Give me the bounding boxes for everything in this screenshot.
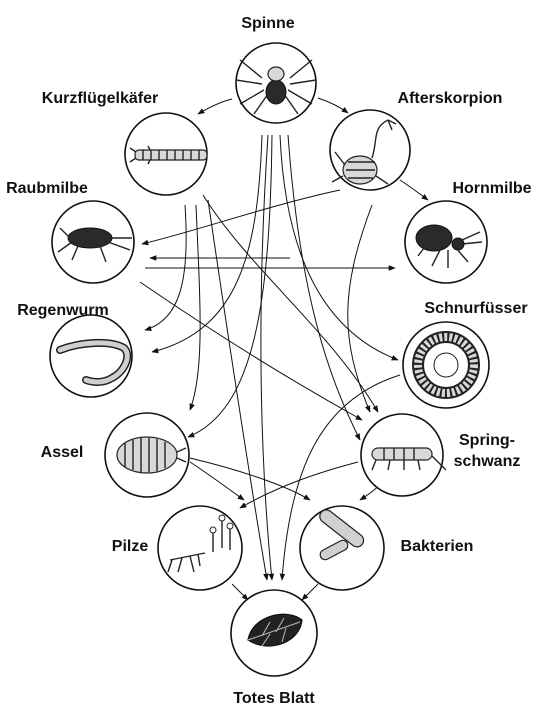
node-afterskorpion — [329, 109, 411, 191]
bacteria-icon — [319, 509, 365, 561]
node-raubmilbe — [51, 200, 135, 284]
node-kurzfluegelkaefer — [124, 112, 208, 196]
label-kurzfluegelkaefer: Kurzflügelkäfer — [42, 90, 158, 107]
label-hornmilbe: Hornmilbe — [452, 180, 531, 197]
oribatid-mite-icon — [415, 224, 483, 268]
edge-schnurfuesser-totes-blatt — [279, 374, 401, 581]
label-spinne: Spinne — [241, 15, 294, 32]
edge-springschwanz-pilze — [239, 461, 359, 509]
edge-spinne-totes-blatt — [260, 134, 275, 581]
edge-kurzfluegelkaefer-totes-blatt — [207, 199, 269, 581]
edge-spinne-regenwurm — [151, 134, 263, 354]
node-assel — [104, 412, 190, 498]
edge-bakterien-totes-blatt — [301, 583, 319, 601]
label-regenwurm: Regenwurm — [17, 302, 109, 319]
predatory-mite-icon — [57, 227, 132, 263]
edge-afterskorpion-hornmilbe — [399, 179, 429, 201]
label-bakterien: Bakterien — [401, 538, 474, 555]
label-springschwanz-line2: schwanz — [454, 453, 521, 470]
node-regenwurm — [49, 314, 133, 398]
label-afterskorpion: Afterskorpion — [398, 90, 503, 107]
edge-kurzfluegelkaefer-springschwanz — [202, 194, 379, 413]
edge-spinne-springschwanz — [287, 134, 361, 441]
edge-kurzfluegelkaefer-assel — [189, 204, 201, 411]
woodlouse-icon — [116, 436, 187, 474]
label-assel: Assel — [41, 444, 84, 461]
label-totes-blatt: Totes Blatt — [233, 690, 315, 707]
edge-spinne-schnurfuesser — [279, 134, 399, 361]
edge-kurzfluegelkaefer-regenwurm — [144, 204, 187, 331]
springtail-icon — [371, 447, 447, 471]
edge-spinne-assel — [187, 134, 273, 438]
edge-afterskorpion-springschwanz — [347, 204, 373, 413]
pseudoscorpion-icon — [331, 119, 397, 185]
label-springschwanz-line1: Spring- — [459, 432, 515, 449]
node-totes-blatt — [230, 589, 318, 677]
edge-raubmilbe-springschwanz — [139, 281, 363, 421]
millipede-icon — [412, 331, 480, 399]
edge-spinne-kurzfluegelkaefer — [197, 98, 233, 115]
node-springschwanz — [360, 413, 447, 497]
node-hornmilbe — [404, 200, 488, 284]
spider-icon — [235, 59, 317, 115]
node-bakterien — [299, 505, 385, 591]
label-raubmilbe: Raubmilbe — [6, 180, 88, 197]
node-schnurfuesser — [402, 321, 490, 409]
dead-leaf-icon — [247, 613, 303, 647]
edge-assel-bakterien — [189, 457, 311, 501]
edge-assel-pilze — [189, 461, 245, 501]
fungi-icon — [167, 514, 234, 573]
edge-pilze-totes-blatt — [231, 583, 249, 601]
label-schnurfuesser: Schnurfüsser — [424, 300, 527, 317]
node-spinne — [235, 42, 317, 124]
node-pilze — [157, 505, 243, 591]
rove-beetle-icon — [129, 145, 208, 165]
edge-spinne-afterskorpion — [317, 97, 349, 114]
edge-afterskorpion-raubmilbe — [141, 189, 341, 246]
label-pilze: Pilze — [112, 538, 149, 555]
earthworm-icon — [56, 338, 132, 386]
